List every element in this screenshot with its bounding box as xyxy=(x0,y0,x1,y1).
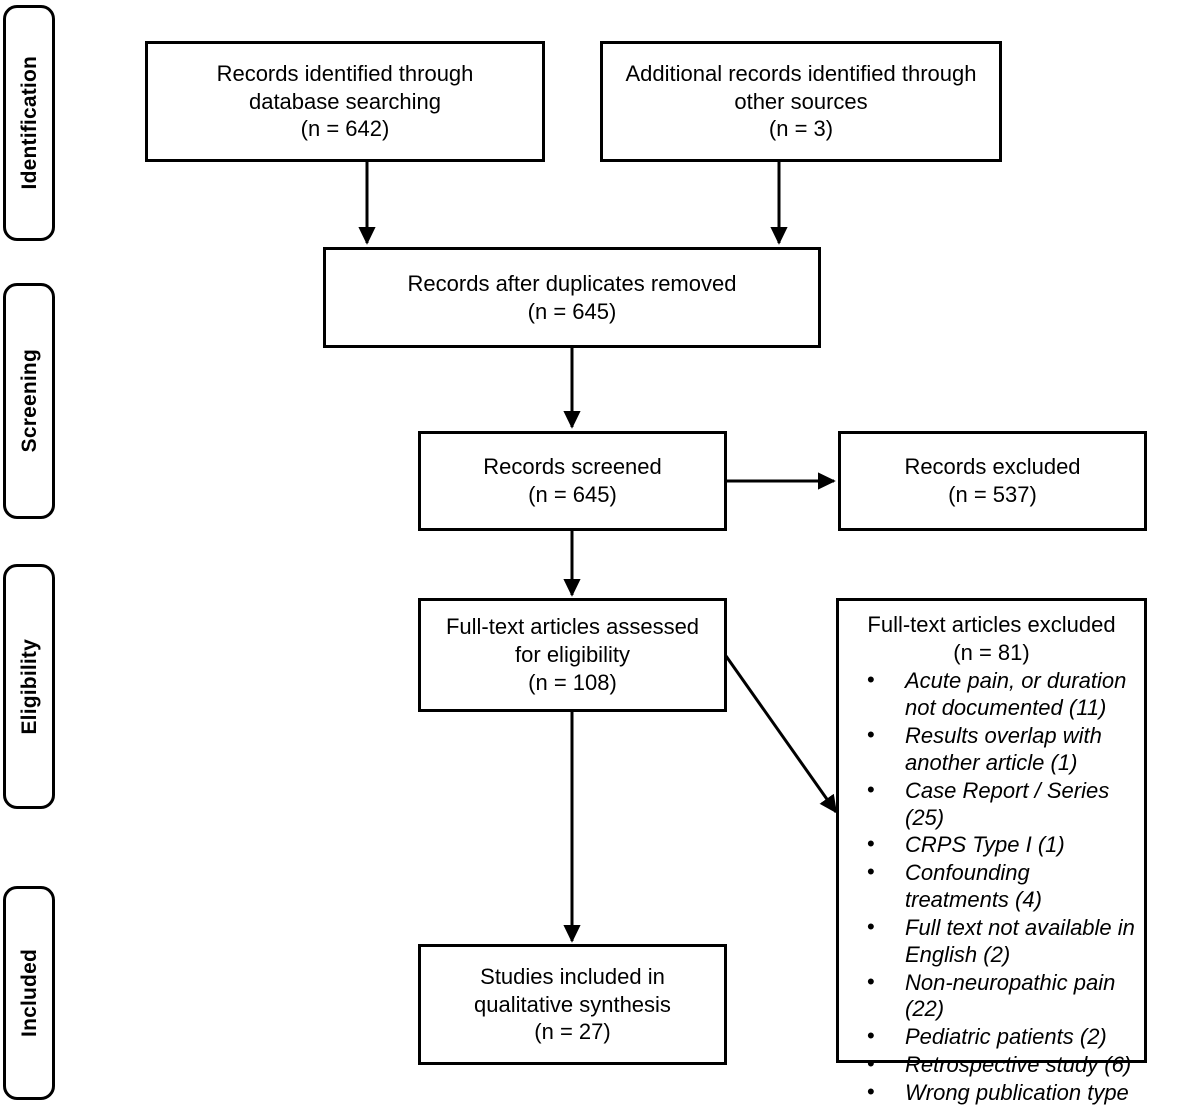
exclusion-reason-item: Pediatric patients (2) xyxy=(847,1023,1136,1051)
exclusion-reason-item: Wrong publication type (3) xyxy=(847,1079,1136,1105)
box-studies-included: Studies included in qualitative synthesi… xyxy=(418,944,727,1065)
stage-label-identification: Identification xyxy=(3,5,55,241)
stage-label-eligibility-text: Eligibility xyxy=(17,638,41,735)
stage-label-identification-text: Identification xyxy=(17,56,41,190)
exclusion-reasons-list: Acute pain, or duration not documented (… xyxy=(847,667,1136,1105)
box-records-after-duplicates-removed: Records after duplicates removed (n = 64… xyxy=(323,247,821,348)
box-fulltext-articles-assessed-text: Full-text articles assessed for eligibil… xyxy=(445,614,700,695)
box-records-identified-database-text: Records identified through database sear… xyxy=(216,60,474,142)
box-fulltext-articles-excluded: Full-text articles excluded (n = 81) Acu… xyxy=(836,598,1147,1105)
stage-label-included: Included xyxy=(3,886,55,1100)
stage-label-screening: Screening xyxy=(3,283,55,519)
exclusion-reason-item: Acute pain, or duration not documented (… xyxy=(847,667,1136,722)
stage-label-eligibility: Eligibility xyxy=(3,564,55,809)
arrow-fulltext-to-fulltext-excluded xyxy=(724,655,838,814)
box-records-identified-database: Records identified through database sear… xyxy=(145,41,545,162)
stage-label-screening-text: Screening xyxy=(17,349,41,453)
box-studies-included-text: Studies included in qualitative synthesi… xyxy=(474,963,671,1045)
stage-label-included-text: Included xyxy=(17,949,41,1037)
exclusion-reason-item: Case Report / Series (25) xyxy=(847,777,1136,832)
box-additional-records-other-sources-text: Additional records identified through ot… xyxy=(625,60,977,142)
box-fulltext-articles-assessed: Full-text articles assessed for eligibil… xyxy=(418,598,727,712)
fulltext-excluded-heading: Full-text articles excluded (n = 81) xyxy=(867,612,1116,665)
box-records-after-duplicates-removed-text: Records after duplicates removed (n = 64… xyxy=(407,270,737,324)
exclusion-reason-item: Non-neuropathic pain (22) xyxy=(847,969,1136,1024)
box-records-excluded-text: Records excluded (n = 537) xyxy=(904,454,1081,507)
exclusion-reason-item: CRPS Type I (1) xyxy=(847,831,1136,859)
box-additional-records-other-sources: Additional records identified through ot… xyxy=(600,41,1002,162)
exclusion-reason-item: Confounding treatments (4) xyxy=(847,859,1136,914)
exclusion-reason-item: Retrospective study (6) xyxy=(847,1051,1136,1079)
box-records-screened-text: Records screened (n = 645) xyxy=(483,454,662,507)
box-records-excluded: Records excluded (n = 537) xyxy=(838,431,1147,531)
box-records-screened: Records screened (n = 645) xyxy=(418,431,727,531)
exclusion-reason-item: Results overlap with another article (1) xyxy=(847,722,1136,777)
exclusion-reason-item: Full text not available in English (2) xyxy=(847,914,1136,969)
